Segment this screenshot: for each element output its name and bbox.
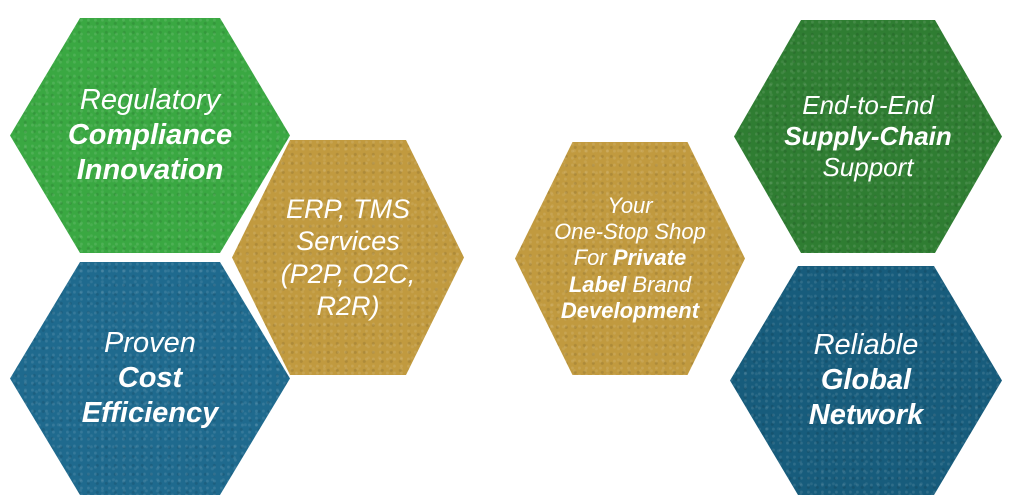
hex-proven-line3: Efficiency [81,396,219,429]
hex-onestop-text: Your One-Stop Shop For Private Label Bra… [554,193,706,325]
hex-erp-line4: R2R) [316,290,380,321]
hex-onestop-line4a: Label [568,271,627,297]
hex-onestop-line4: Label Brand [554,272,706,298]
hex-erp-line2: Services [296,226,400,257]
hex-erp-line3: (P2P, O2C, [280,258,416,289]
hex-regulatory-compliance: Regulatory Compliance Innovation [10,18,290,253]
hex-endtoend-line2: Supply-Chain [784,120,952,151]
hex-endtoend-line1: End-to-End [802,89,934,120]
hex-onestop-line3: For Private [554,245,706,271]
hex-onestop-line3a: For [573,245,613,271]
hex-reliable-line3: Network [808,398,924,431]
hex-endtoend-text: End-to-End Supply-Chain Support [784,90,952,184]
hex-onestop-line3b: Private [612,245,687,271]
hex-reliable-line1: Reliable [813,329,919,362]
hex-regulatory-line2: Compliance [67,119,233,152]
hex-reliable-text: Reliable Global Network [809,328,923,432]
hex-proven-line2: Cost [117,362,183,395]
hex-onestop-line4b: Brand [626,271,692,297]
hex-erp-tms-services: ERP, TMS Services (P2P, O2C, R2R) [232,140,464,375]
hex-onestop-line2: One-Stop Shop [554,218,706,244]
hex-erp-text: ERP, TMS Services (P2P, O2C, R2R) [281,193,416,323]
hex-onestop-line1: Your [607,192,653,218]
hex-onestop-line5: Development [560,298,700,324]
hex-regulatory-text: Regulatory Compliance Innovation [68,83,232,187]
hex-end-to-end-supply-chain: End-to-End Supply-Chain Support [734,20,1002,253]
hex-erp-line1: ERP, TMS [285,193,410,224]
hex-regulatory-line3: Innovation [76,153,224,186]
hex-reliable-global-network: Reliable Global Network [730,266,1002,495]
hex-proven-line1: Proven [104,327,196,360]
hex-one-stop-shop: Your One-Stop Shop For Private Label Bra… [515,142,745,375]
hex-regulatory-line1: Regulatory [79,84,221,117]
hex-proven-text: Proven Cost Efficiency [82,326,218,430]
hex-endtoend-line3: Support [822,152,914,183]
hex-proven-cost-efficiency: Proven Cost Efficiency [10,262,290,495]
hex-reliable-line2: Global [820,364,912,397]
